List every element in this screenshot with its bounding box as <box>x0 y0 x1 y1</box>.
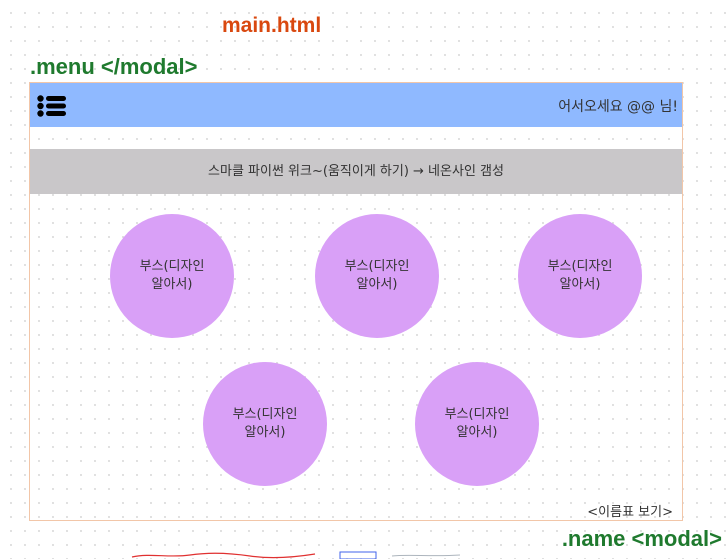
menu-modal-label: .menu </modal> <box>30 54 198 79</box>
booth-label-line2: 알아서) <box>356 277 398 292</box>
booth-label-line1: 부스(디자인 <box>444 407 510 422</box>
booth-label-line1: 부스(디자인 <box>547 259 613 274</box>
event-banner: 스마클 파이썬 위크~(움직이게 하기) → 네온사인 갬성 <box>30 149 682 194</box>
booth-label-line2: 알아서) <box>244 425 286 440</box>
view-name-tag-link[interactable]: <이름표 보기> <box>587 505 673 520</box>
booth-label-line2: 알아서) <box>456 425 498 440</box>
page-title: main.html <box>222 14 322 37</box>
main-page-wireframe: 어서오세요 @@ 님! 스마클 파이썬 위크~(움직이게 하기) → 네온사인 … <box>29 82 683 521</box>
booth-label-line1: 부스(디자인 <box>344 259 410 274</box>
booth-label-line1: 부스(디자인 <box>232 407 298 422</box>
booth-label-line2: 알아서) <box>151 277 193 292</box>
booth-label-line2: 알아서) <box>559 277 601 292</box>
list-icon[interactable] <box>37 95 67 117</box>
welcome-text: 어서오세요 @@ 님! <box>558 99 678 115</box>
booth-label-line1: 부스(디자인 <box>139 259 205 274</box>
header-bar: 어서오세요 @@ 님! <box>30 83 682 127</box>
name-modal-label: .name <modal> <box>561 526 722 551</box>
handwritten-note-scribble <box>131 551 461 559</box>
